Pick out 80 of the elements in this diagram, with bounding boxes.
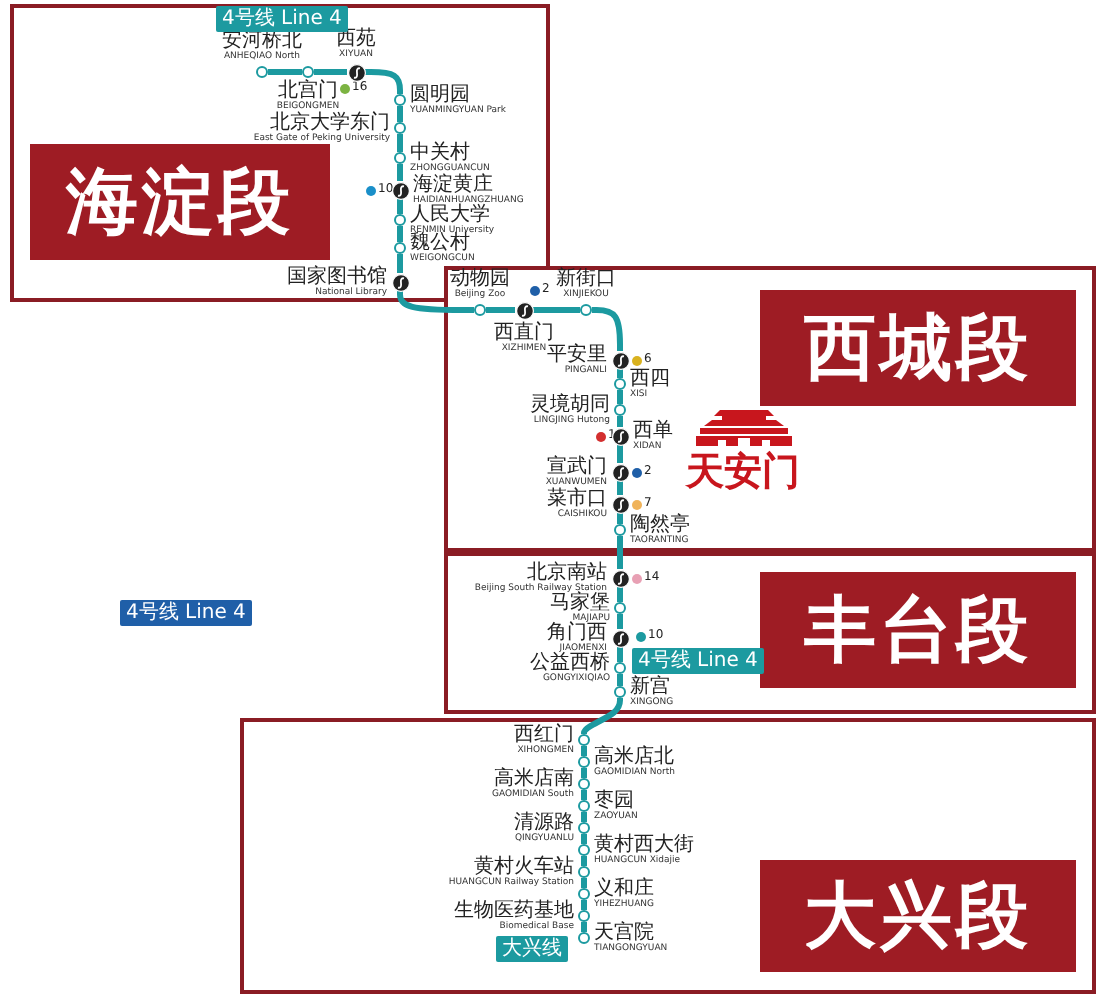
station-name: 宣武门 [547, 457, 607, 477]
subway-line [581, 834, 587, 844]
subway-line [486, 307, 515, 313]
subway-line [581, 768, 587, 778]
subway-line [617, 536, 623, 569]
station-name: 人民大学 [410, 205, 490, 225]
station-name: 清源路 [514, 813, 574, 833]
subway-line [397, 226, 403, 242]
station-name: 西红门 [514, 725, 574, 745]
subway-line [581, 697, 623, 736]
subway-line [581, 812, 587, 822]
subway-line [397, 199, 403, 214]
subway-line [617, 614, 623, 629]
district-label: 海淀段 [30, 144, 330, 260]
subway-line [397, 254, 403, 273]
station-name: 北京南站 [527, 563, 607, 583]
station-name: 国家图书馆 [287, 267, 387, 287]
subway-line [617, 445, 623, 463]
subway-line [268, 69, 302, 75]
district-frame [10, 4, 550, 302]
station-name: 马家堡 [550, 593, 610, 613]
subway-line [314, 69, 347, 75]
station-name: 动物园 [450, 270, 510, 290]
station-name: 平安里 [547, 345, 607, 365]
subway-line [397, 164, 403, 181]
subway-line [533, 307, 580, 313]
district-label: 丰台段 [760, 572, 1076, 688]
line-badge: 4号线 Line 4 [632, 648, 764, 674]
station-name: 魏公村 [410, 233, 470, 253]
subway-line [397, 291, 474, 313]
station-name: 灵境胡同 [530, 395, 610, 415]
subway-line [397, 106, 403, 122]
station-name: 新宫 [630, 677, 670, 697]
subway-line [397, 134, 403, 152]
district-frame [240, 718, 1096, 994]
district-frame [444, 266, 1096, 552]
station-name: 黄村西大街 [594, 835, 694, 855]
station-name: 公益西桥 [530, 653, 610, 673]
subway-line [581, 878, 587, 888]
station-name: 陶然亭 [630, 515, 690, 535]
subway-line [617, 481, 623, 495]
subway-line [581, 922, 587, 932]
station-name: 北宫门 [278, 82, 338, 102]
subway-line [581, 856, 587, 866]
station-name: 生物医药基地 [454, 901, 574, 921]
subway-line [581, 790, 587, 800]
line-badge: 大兴线 [496, 936, 568, 962]
station-name: 北京大学东门 [270, 113, 390, 133]
station-name: 高米店北 [594, 747, 674, 767]
subway-line [581, 900, 587, 910]
district-label: 大兴段 [760, 860, 1076, 972]
subway-line [617, 647, 623, 662]
subway-line [617, 369, 623, 378]
place-name: 天安门 [686, 452, 800, 494]
station-name: 枣园 [594, 791, 634, 811]
station-name: 海淀黄庄 [413, 175, 493, 195]
district-label: 西城段 [760, 290, 1076, 406]
station-name: 义和庄 [594, 879, 654, 899]
station-name: 角门西 [547, 623, 607, 643]
station-name: 中关村 [410, 143, 470, 163]
subway-line [365, 69, 403, 94]
station-name: 黄村火车站 [474, 857, 574, 877]
subway-line [617, 674, 623, 686]
station-name: 天宫院 [594, 923, 654, 943]
subway-line [617, 390, 623, 404]
station-name: 圆明园 [410, 85, 470, 105]
subway-line [617, 587, 623, 602]
subway-line [617, 416, 623, 427]
station-name: 西单 [633, 421, 673, 441]
subway-line [592, 307, 623, 351]
line-badge: 4号线 Line 4 [216, 6, 348, 32]
station-name: 菜市口 [547, 489, 607, 509]
subway-line [581, 746, 587, 756]
station-name: 新街口 [556, 270, 616, 290]
subway-line [617, 513, 623, 524]
station-name: 西直门 [494, 323, 554, 343]
station-name: 西四 [630, 369, 670, 389]
station-name: 高米店南 [494, 769, 574, 789]
district-frame [444, 552, 1096, 714]
line-badge: 4号线 Line 4 [120, 600, 252, 626]
